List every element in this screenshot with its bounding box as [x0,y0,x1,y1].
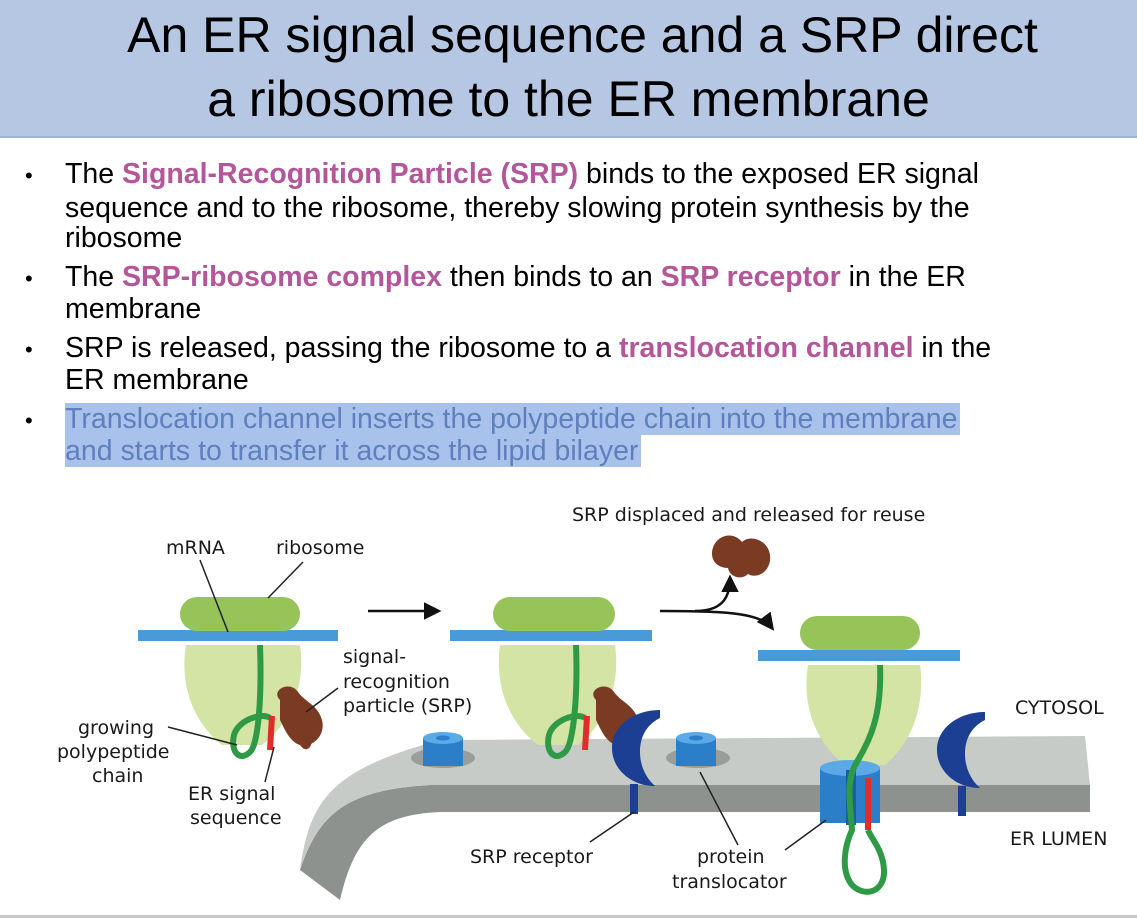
label-srp-1: signal- [343,646,406,668]
leader-line-srp [305,687,339,713]
label-srp-displaced: SRP displaced and released for reuse [572,504,925,526]
ribosome-large-subunit [493,597,615,631]
bullet-4-line-1[interactable]: Translocation channel inserts the polype… [65,403,961,435]
growing-polypeptide-chain [841,664,887,895]
ribosome-small-subunit [806,665,922,765]
label-srp-receptor: SRP receptor [470,846,593,868]
protein-translocator [423,732,463,766]
leader-line-protein-translocator [699,771,739,846]
bullet-2-line-1: The SRP-ribosome complex then binds to a… [65,262,966,292]
srp-receptor-anchor [958,786,966,816]
label-er-signal-2: sequence [190,807,282,829]
selected-text[interactable]: and starts to transfer it across the lip… [65,435,642,467]
label-protein-2: translocator [672,871,787,893]
label-mrna: mRNA [166,537,225,559]
bullet-dot: • [25,266,33,291]
leader-line-mrna [199,559,229,633]
srp-receptor-anchor [630,784,638,814]
bullet-3-line-2: ER membrane [65,364,249,396]
label-growing-2: polypeptide [57,741,170,763]
title-bar: An ER signal sequence and a SRP direct a… [0,0,1137,138]
ribosome-large-subunit [800,616,920,650]
text: binds to the exposed ER signal [578,158,979,190]
mrna-strand [138,630,338,641]
released-srp [711,535,771,578]
text: in the ER [840,261,966,293]
growing-polypeptide-chain [545,644,587,759]
bullet-dot: • [25,408,33,433]
highlight-term-srp: Signal-Recognition Particle (SRP) [122,158,579,190]
label-srp-3: particle (SRP) [343,695,472,717]
highlight-term-srp-ribosome-complex: SRP-ribosome complex [122,261,442,293]
bullet-1-line-2: sequence and to the ribosome, thereby sl… [65,192,970,224]
leader-line-growing-chain [167,726,238,746]
leader-line-ribosome [267,561,304,599]
bullet-4-line-2[interactable]: and starts to transfer it across the lip… [65,435,642,467]
selected-text[interactable]: Translocation channel inserts the polype… [65,403,961,435]
bullet-3-line-1: SRP is released, passing the ribosome to… [65,333,991,363]
label-er-lumen: ER LUMEN [1010,828,1107,850]
bullet-dot: • [25,163,33,188]
srp-receptor [612,710,660,786]
label-srp-2: recognition [343,671,450,693]
mrna-strand [758,650,960,661]
leader-line-protein-translocator [784,819,827,851]
growing-polypeptide-chain [230,644,272,759]
stage-2 [450,597,716,814]
highlight-term-translocation-channel: translocation channel [618,332,914,364]
label-protein-1: protein [697,846,765,868]
bullet-dot: • [25,337,33,362]
text: SRP is released, passing the ribosome to… [65,332,619,364]
label-growing-3: chain [92,765,143,787]
srp-protrusion [300,742,312,750]
leader-line-srp-receptor [589,811,635,843]
label-er-signal-1: ER signal [188,783,275,805]
membrane-front-face [300,785,1090,900]
mrna-strand [450,630,652,641]
text: The [65,158,123,190]
srp-particle [277,686,323,746]
protein-translocator [676,732,716,766]
ribosome-large-subunit [180,597,300,631]
text: then binds to an [441,261,661,293]
membrane-top-face [300,736,1090,870]
leader-line-er-signal [264,746,275,783]
release-arrow [694,574,739,613]
er-signal-sequence [267,715,275,751]
label-growing-1: growing [78,717,154,739]
srp-receptor [937,712,985,788]
text: The [65,261,123,293]
label-ribosome: ribosome [276,537,365,559]
slide-bottom-border [0,915,1137,918]
slide-title-line-2: a ribosome to the ER membrane [207,71,930,127]
label-cytosol: CYTOSOL [1015,697,1104,719]
bullet-1-line-3: ribosome [65,222,183,254]
highlight-term-srp-receptor: SRP receptor [660,261,841,293]
stage-1 [138,597,463,766]
text: in the [913,332,992,364]
stage-3 [711,535,985,895]
slide-title-line-1: An ER signal sequence and a SRP direct [127,7,1038,63]
process-arrow [659,609,775,631]
bullet-1-line-1: The Signal-Recognition Particle (SRP) bi… [65,159,979,189]
bullet-2-line-2: membrane [65,293,202,325]
er-signal-sequence [582,715,590,751]
